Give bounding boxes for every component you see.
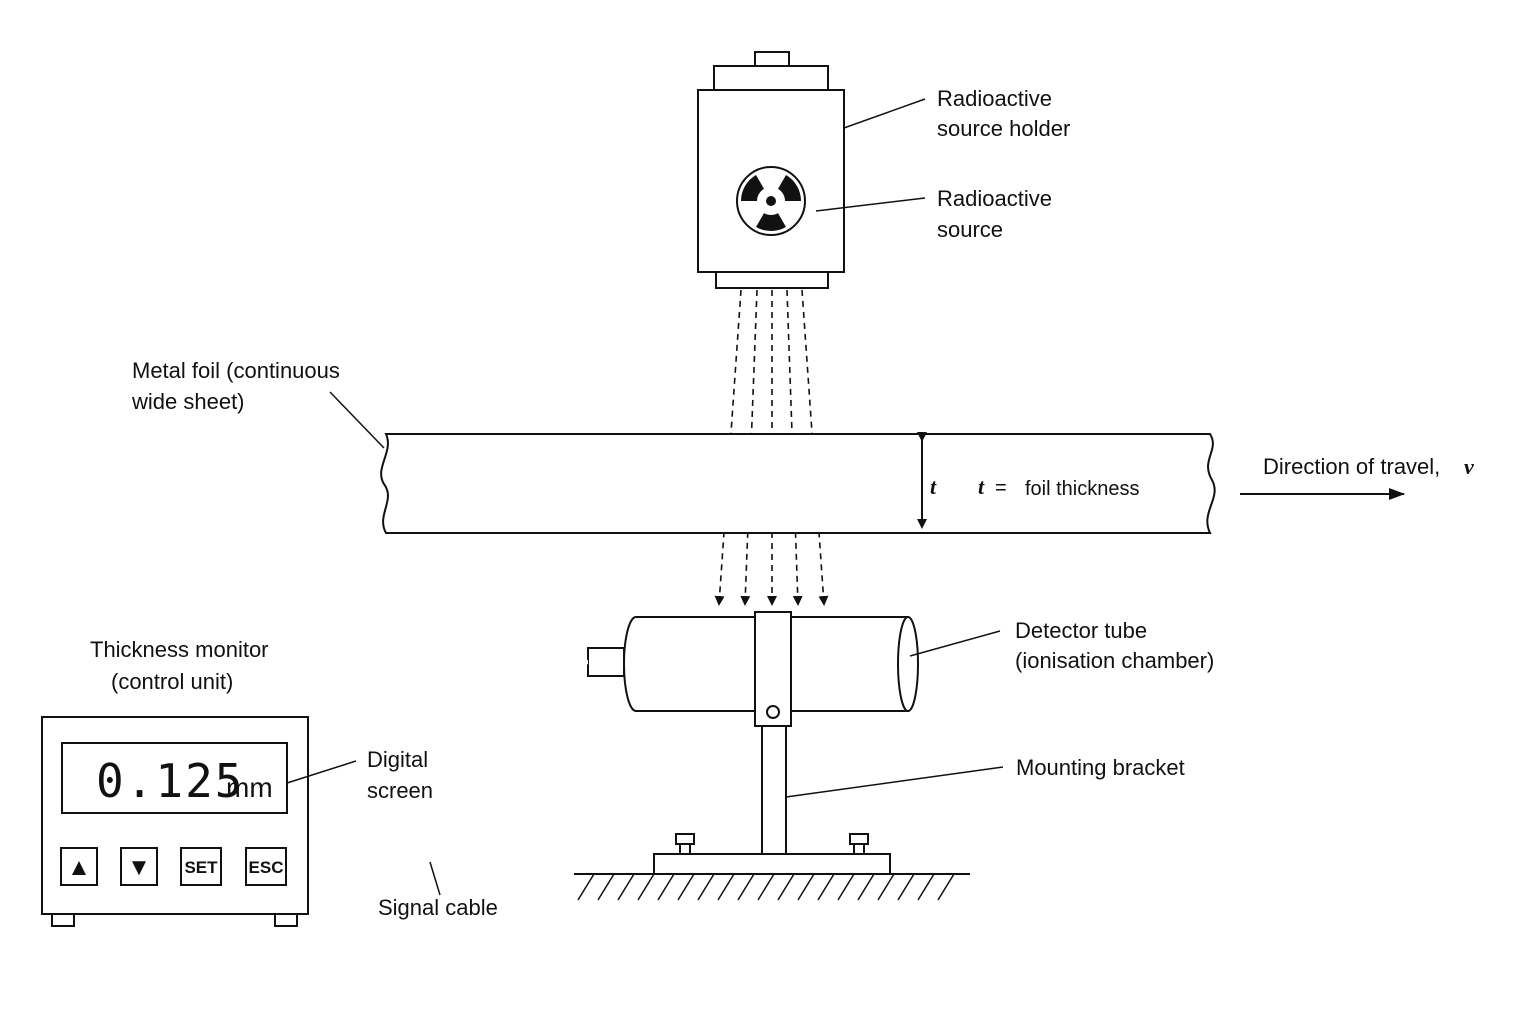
esc-button-label: ESC (249, 858, 284, 877)
thickness-monitor (41, 716, 309, 927)
down-arrow-icon: ▼ (127, 854, 151, 881)
esc-button[interactable]: ESC (245, 847, 287, 886)
cable-leader (429, 861, 441, 896)
bracket-label: Mounting bracket (1016, 755, 1185, 780)
screen-label-1: Digital (367, 747, 428, 772)
detector-label-1: Detector tube (1015, 618, 1147, 643)
display-value: 0.125 (96, 754, 244, 808)
direction-symbol: v (1464, 454, 1474, 479)
source-holder-label-2: source holder (937, 116, 1070, 141)
foil-label-1: Metal foil (continuous (132, 358, 340, 383)
thickness-description: foil thickness (1025, 478, 1140, 500)
set-button-label: SET (184, 858, 218, 877)
monitor-label-1: Thickness monitor (90, 637, 269, 662)
ground-hatching (574, 873, 970, 901)
detector-label-2: (ionisation chamber) (1015, 648, 1214, 673)
cable-connector (587, 647, 625, 677)
up-arrow-icon: ▲ (67, 854, 91, 881)
signal-cable (309, 659, 589, 865)
source-label-2: source (937, 217, 1003, 242)
thickness-symbol: t (930, 474, 937, 499)
monitor-foot-left (51, 913, 75, 927)
set-button[interactable]: SET (180, 847, 222, 886)
cable-label: Signal cable (378, 895, 498, 920)
source-holder-label-1: Radioactive (937, 86, 1052, 111)
up-button[interactable]: ▲ (60, 847, 98, 886)
screen-leader (286, 760, 357, 784)
direction-label: Direction of travel, (1263, 454, 1440, 479)
source-holder-leader (843, 98, 926, 129)
screen-label-2: screen (367, 778, 433, 803)
down-button[interactable]: ▼ (120, 847, 158, 886)
mounting-bracket (653, 611, 891, 875)
thickness-eq-symbol: t (978, 474, 985, 499)
monitor-label-2: (control unit) (111, 669, 233, 694)
radiation-trefoil-icon (736, 166, 806, 236)
metal-foil (380, 433, 1216, 534)
digital-screen (61, 742, 288, 814)
source-leader (815, 197, 926, 212)
detector-tube (587, 616, 919, 712)
thickness-eq: = (995, 477, 1007, 499)
display-unit: mm (226, 772, 273, 803)
bracket-leader (785, 766, 1004, 798)
foil-label-2: wide sheet) (131, 389, 245, 414)
foil-leader (329, 391, 385, 449)
source-label-1: Radioactive (937, 186, 1052, 211)
detector-leader (909, 630, 1001, 657)
bracket-bolt (766, 705, 780, 719)
monitor-foot-right (274, 913, 298, 927)
